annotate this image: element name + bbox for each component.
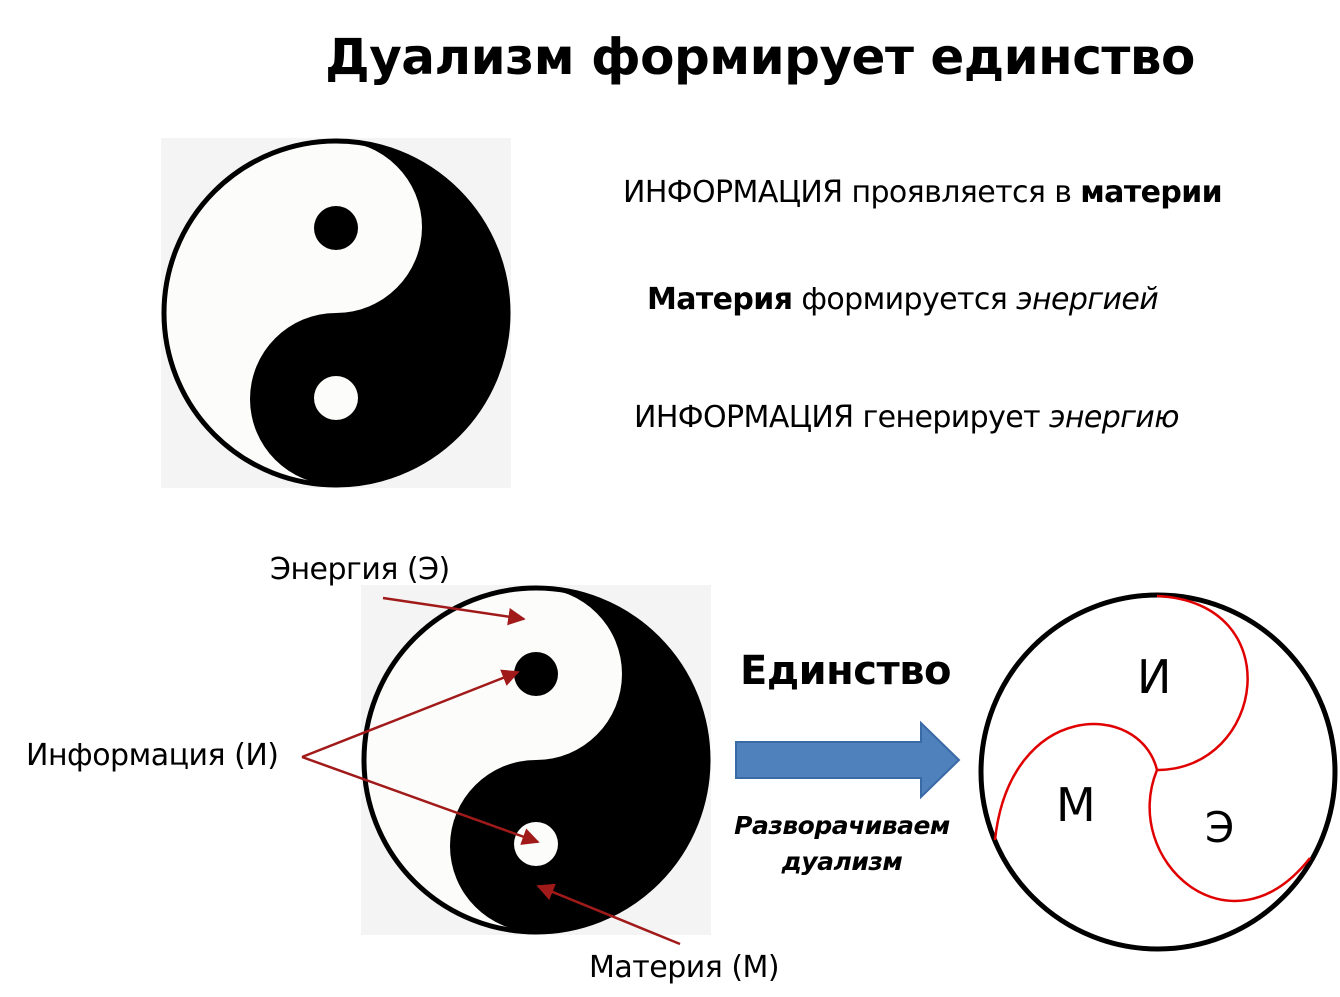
unity-curve-matter <box>993 722 1159 841</box>
page-title: Дуализм формирует единство <box>325 28 1195 86</box>
unity-curve-energy <box>1148 769 1311 903</box>
unity-curve-info <box>1156 594 1249 772</box>
information-arrow-light-dot <box>301 755 540 845</box>
yin-yang-bottom-dark-dot <box>514 652 558 696</box>
energy-arrow <box>382 596 526 626</box>
unity-circle <box>978 592 1338 952</box>
circle-letter-matter: М <box>1056 778 1096 832</box>
statement-1-part-2: проявляется в <box>842 175 1081 210</box>
statement-3-part-2: генерирует <box>853 400 1049 435</box>
statement-1-part-1: ИНФОРМАЦИЯ <box>623 175 843 210</box>
statement-3-part-3: энергию <box>1048 400 1180 435</box>
statement-3-part-1: ИНФОРМАЦИЯ <box>634 400 854 435</box>
energy-label: Энергия (Э) <box>270 552 450 587</box>
circle-letter-energy: Э <box>1205 803 1235 852</box>
yin-yang-bottom-light-dot <box>514 822 558 866</box>
statement-2: Материя формируется энергией <box>647 282 1159 317</box>
yin-yang-icon-bottom <box>361 585 711 935</box>
circle-letter-info: И <box>1137 650 1172 704</box>
unfold-caption: Разворачиваем дуализм <box>722 808 962 880</box>
unity-circle-outline <box>978 592 1338 952</box>
unity-heading: Единство <box>740 648 951 694</box>
unfold-caption-line-2: дуализм <box>781 847 903 876</box>
right-arrow-icon <box>735 720 961 800</box>
statement-2-part-2: формируется <box>792 282 1017 317</box>
unfold-caption-line-1: Разворачиваем <box>734 811 950 840</box>
information-label: Информация (И) <box>26 738 279 773</box>
statement-2-part-3: энергией <box>1016 282 1159 317</box>
statement-1: ИНФОРМАЦИЯ проявляется в материи <box>623 175 1223 210</box>
statement-3: ИНФОРМАЦИЯ генерирует энергию <box>634 400 1179 435</box>
matter-arrow <box>536 883 681 946</box>
statement-2-part-1: Материя <box>647 282 793 317</box>
matter-label: Материя (М) <box>589 950 780 985</box>
yin-yang-top-dark-dot <box>314 206 358 250</box>
yin-yang-icon-top <box>161 138 511 488</box>
yin-yang-top-light-dot <box>314 376 358 420</box>
information-arrow-dark-dot <box>301 669 520 759</box>
statement-1-part-3: материи <box>1080 175 1223 210</box>
